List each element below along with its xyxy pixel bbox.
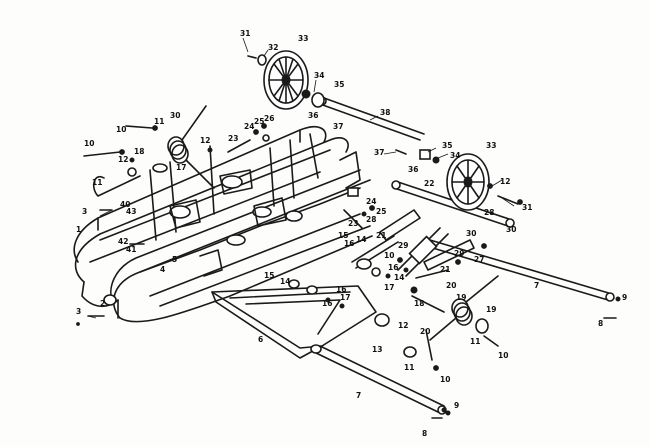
callout-10d: 10 bbox=[440, 375, 450, 384]
callout-22: 22 bbox=[424, 179, 434, 188]
callout-31a: 31 bbox=[240, 29, 250, 38]
callout-12a: 12 bbox=[500, 177, 510, 186]
callout-34b: 34 bbox=[450, 151, 460, 160]
callout-32: 32 bbox=[268, 43, 278, 52]
callout-16c: 16 bbox=[322, 299, 332, 308]
idler-wheel-lower bbox=[446, 153, 490, 211]
callout-34a: 34 bbox=[314, 71, 324, 80]
callout-14b: 14 bbox=[394, 273, 404, 282]
spring-hook bbox=[92, 175, 141, 197]
callout-18b: 18 bbox=[414, 299, 424, 308]
callout-33a: 33 bbox=[298, 34, 308, 43]
callout-27: 27 bbox=[474, 255, 484, 264]
callout-10c: 10 bbox=[384, 251, 394, 260]
callout-16b: 16 bbox=[388, 263, 398, 272]
callout-15a: 15 bbox=[338, 231, 348, 240]
hardware bbox=[76, 54, 617, 419]
callout-37b: 37 bbox=[374, 148, 384, 157]
callout-17b: 17 bbox=[384, 283, 394, 292]
cross-shaft-upper bbox=[317, 96, 425, 141]
callout-1: 1 bbox=[76, 225, 81, 234]
callout-31b: 31 bbox=[522, 203, 532, 212]
callout-41: 41 bbox=[126, 245, 136, 254]
callout-11b: 11 bbox=[92, 178, 102, 187]
front-arm bbox=[211, 285, 377, 359]
callout-10b: 10 bbox=[116, 125, 126, 134]
callout-11d: 11 bbox=[470, 337, 480, 346]
callout-42: 42 bbox=[118, 237, 128, 246]
callout-28b: 28 bbox=[366, 215, 376, 224]
callout-40: 40 bbox=[120, 200, 130, 209]
callout-24b: 24 bbox=[366, 197, 376, 206]
callout-20a: 20 bbox=[446, 281, 456, 290]
callout-16a: 16 bbox=[344, 239, 354, 248]
rear-axle bbox=[425, 239, 621, 302]
callout-11c: 11 bbox=[404, 363, 414, 372]
cross-members bbox=[149, 133, 361, 277]
callout-35a: 35 bbox=[334, 80, 344, 89]
callout-35c: 16 bbox=[336, 285, 346, 294]
callout-30a: 30 bbox=[506, 225, 516, 234]
callout-19a: 19 bbox=[486, 305, 496, 314]
callout-11a: 11 bbox=[154, 117, 164, 126]
callout-38: 38 bbox=[380, 108, 390, 117]
callout-33b: 33 bbox=[486, 141, 496, 150]
callout-9a: 9 bbox=[622, 293, 627, 302]
torsion-spring-lower bbox=[429, 275, 499, 341]
callout-23b: 23 bbox=[348, 219, 358, 228]
callout-26: 26 bbox=[264, 114, 274, 123]
callout-14c: 14 bbox=[280, 277, 290, 286]
callout-18a: 18 bbox=[134, 147, 144, 156]
callout-4: 4 bbox=[160, 265, 165, 274]
callout-19b: 19 bbox=[456, 293, 466, 302]
callout-3b: 3 bbox=[76, 307, 81, 316]
callout-13: 13 bbox=[372, 345, 382, 354]
callout-17a: 17 bbox=[176, 163, 186, 172]
callout-7a: 7 bbox=[534, 281, 539, 290]
shock-absorber bbox=[397, 227, 449, 277]
idler-wheel-upper bbox=[263, 50, 309, 110]
callout-37a: 37 bbox=[333, 122, 343, 131]
callout-8a: 8 bbox=[598, 319, 603, 328]
callout-3a: 3 bbox=[82, 207, 87, 216]
callout-12c: 12 bbox=[200, 136, 210, 145]
callout-14a: 14 bbox=[356, 235, 366, 244]
callout-30c: 30 bbox=[466, 229, 476, 238]
callout-36b: 36 bbox=[408, 165, 418, 174]
callout-20b: 20 bbox=[420, 327, 430, 336]
callout-7b: 7 bbox=[356, 391, 361, 400]
lower-axle bbox=[310, 344, 451, 416]
callout-15b: 15 bbox=[264, 271, 274, 280]
callout-17c: 17 bbox=[340, 293, 350, 302]
torsion-spring-upper bbox=[167, 105, 215, 189]
callout-25a: 25 bbox=[254, 117, 264, 126]
callout-12d: 12 bbox=[398, 321, 408, 330]
callout-23a: 23 bbox=[228, 134, 238, 143]
callout-29b: 29 bbox=[454, 249, 464, 258]
callout-5: 5 bbox=[172, 255, 177, 264]
callout-29a: 29 bbox=[398, 241, 408, 250]
callout-43: 43 bbox=[126, 207, 136, 216]
callout-labels: 31 32 33 34 35 36 37 38 37 36 35 34 33 1… bbox=[76, 29, 627, 438]
callout-36a: 36 bbox=[308, 111, 318, 120]
callout-8b: 8 bbox=[422, 429, 427, 438]
callout-21b: 21 bbox=[440, 265, 450, 274]
callout-2: 2 bbox=[100, 299, 105, 308]
leader-lines bbox=[87, 37, 515, 319]
callout-35b: 35 bbox=[442, 141, 452, 150]
callout-24a: 24 bbox=[244, 122, 254, 131]
callout-30b: 30 bbox=[170, 111, 180, 120]
callout-10e: 10 bbox=[498, 351, 508, 360]
callout-21a: 21 bbox=[376, 231, 386, 240]
callout-25b: 25 bbox=[376, 207, 386, 216]
callout-28a: 28 bbox=[484, 208, 494, 217]
callout-12b: 12 bbox=[118, 155, 128, 164]
callout-6: 6 bbox=[258, 335, 263, 344]
callout-9b: 9 bbox=[454, 401, 459, 410]
callout-10a: 10 bbox=[84, 139, 94, 148]
